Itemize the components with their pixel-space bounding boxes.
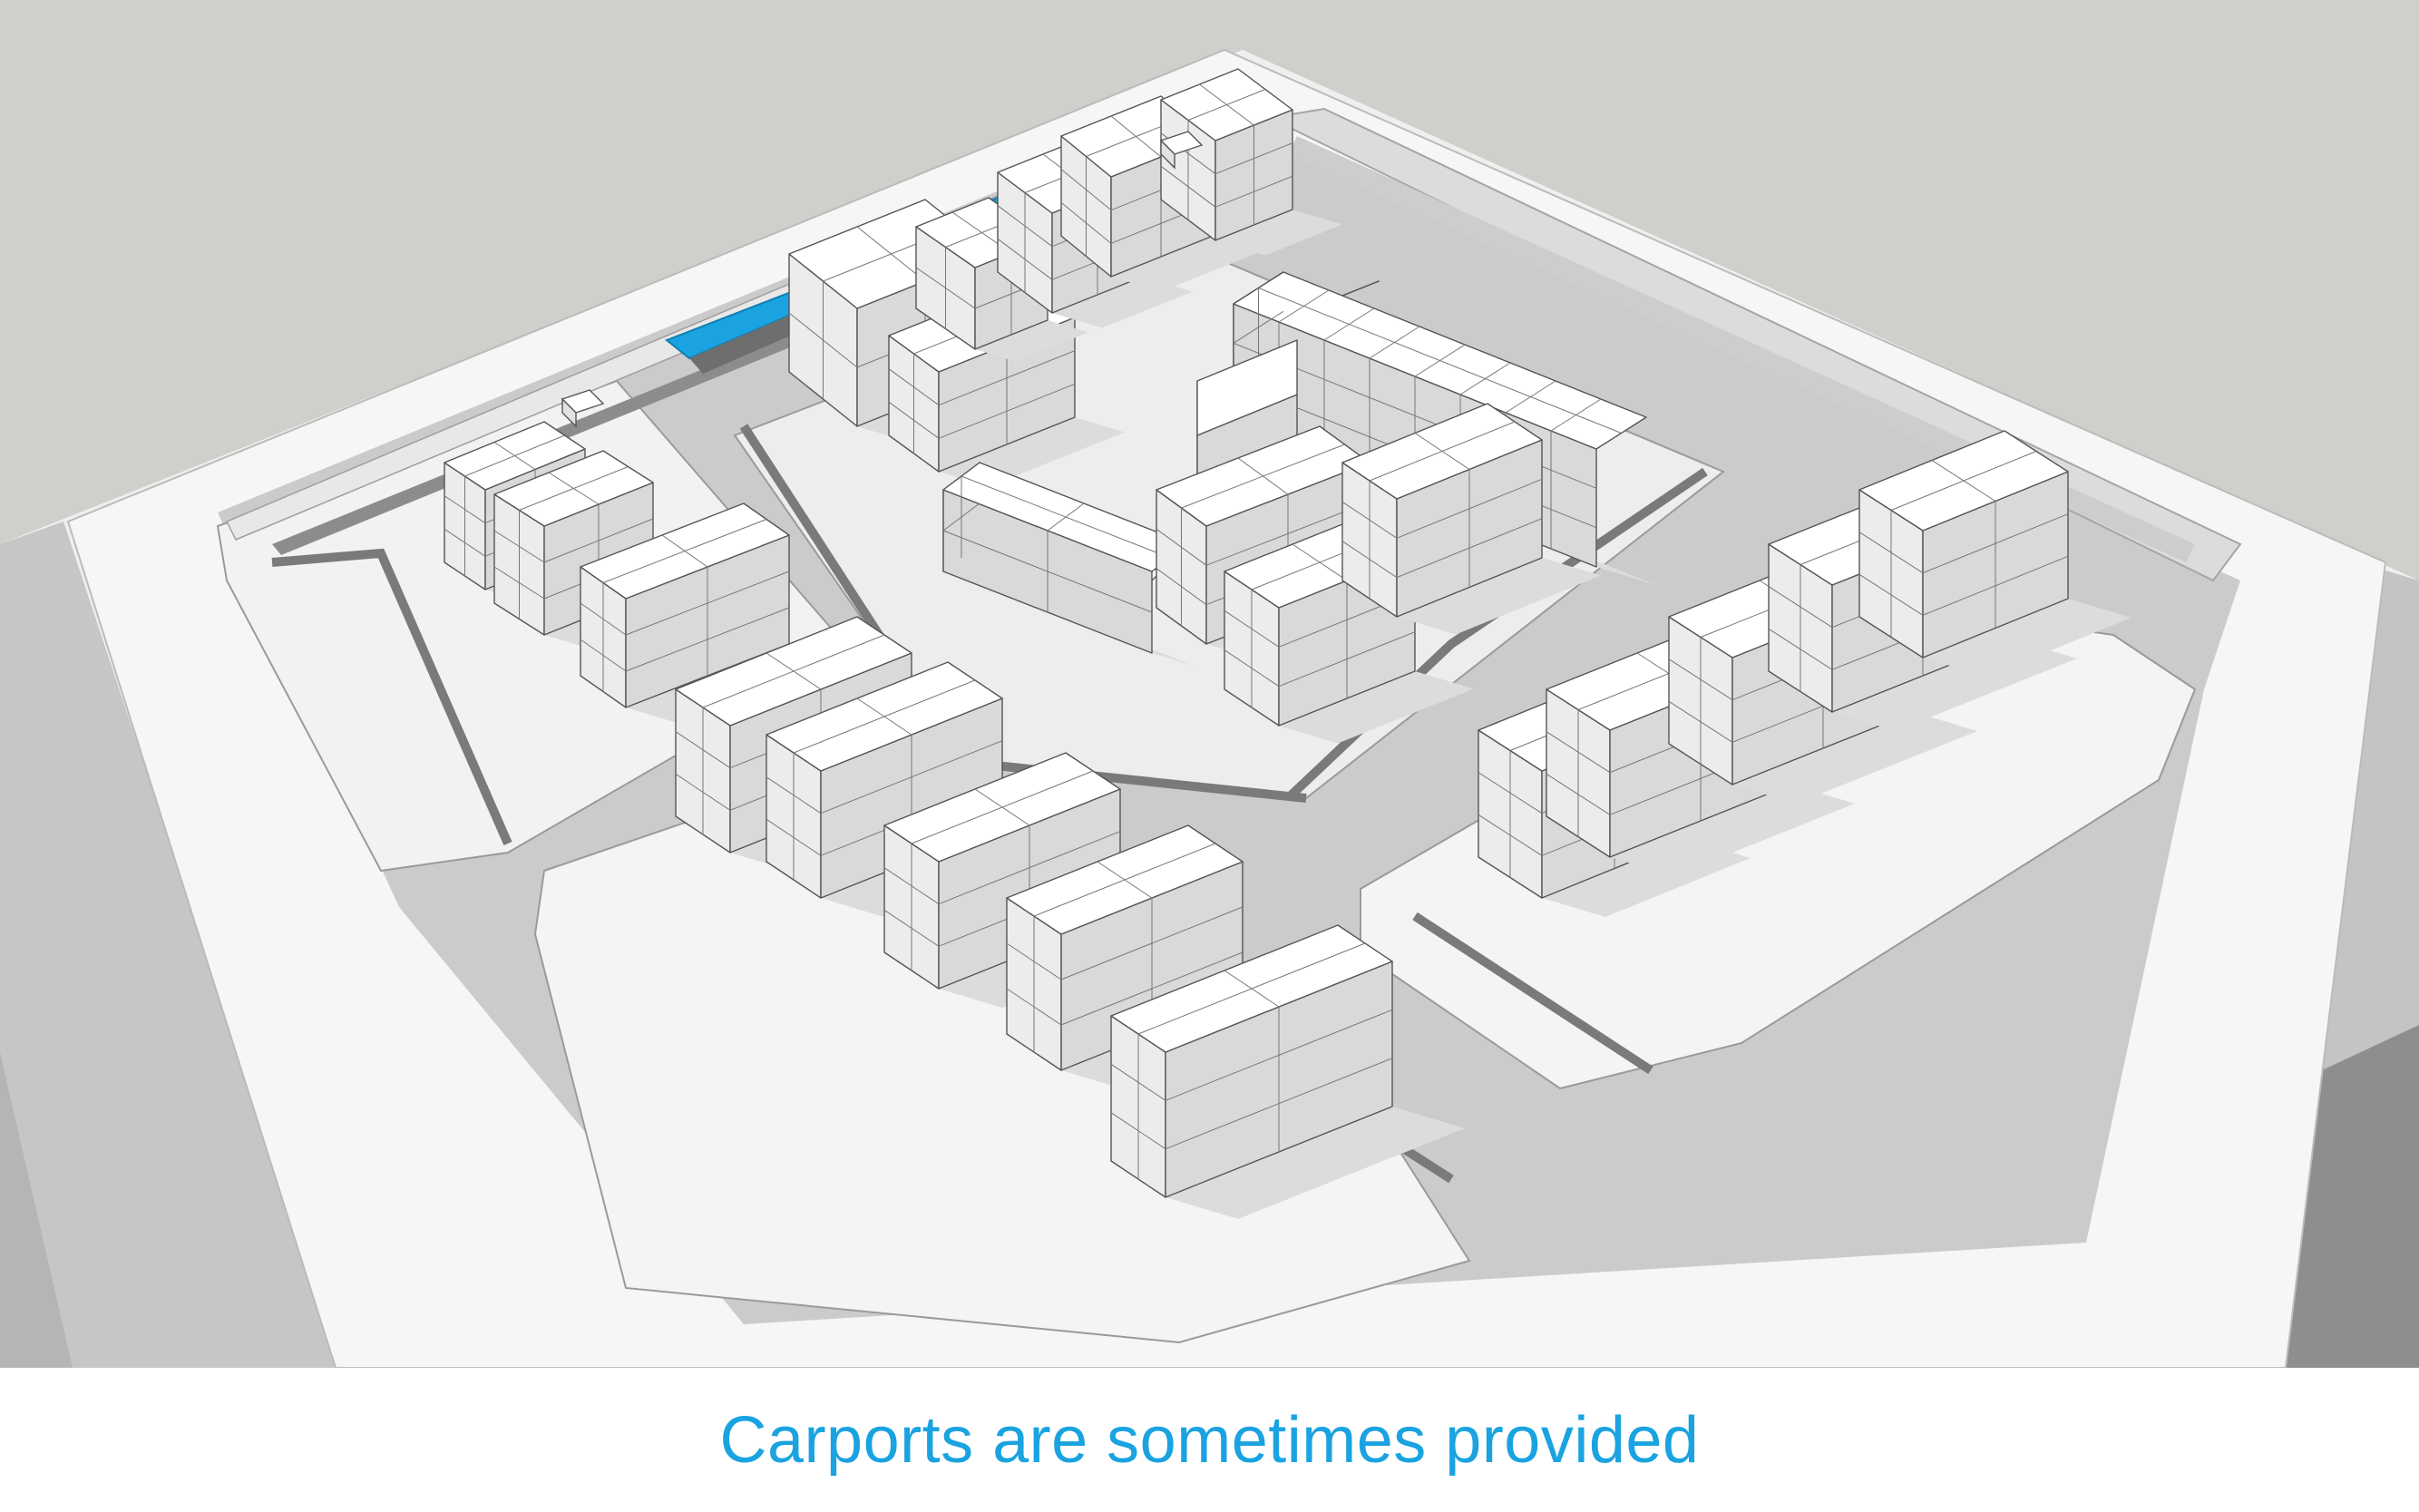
building-ll-5	[1110, 924, 1465, 1219]
building-ll-2	[766, 661, 1066, 917]
building-central-3	[1341, 403, 1601, 635]
central-podium	[942, 462, 1193, 666]
site-plan-model	[0, 0, 2419, 1368]
building-r-5	[1858, 430, 2131, 677]
outer-road-left	[0, 522, 345, 1368]
buildings-layer	[444, 68, 2131, 1219]
caption-text: Carports are sometimes provided	[719, 1403, 1700, 1477]
utility-boxes	[561, 131, 1204, 428]
building-top-6	[1160, 68, 1342, 256]
outer-road-left-shadow	[0, 1052, 73, 1368]
